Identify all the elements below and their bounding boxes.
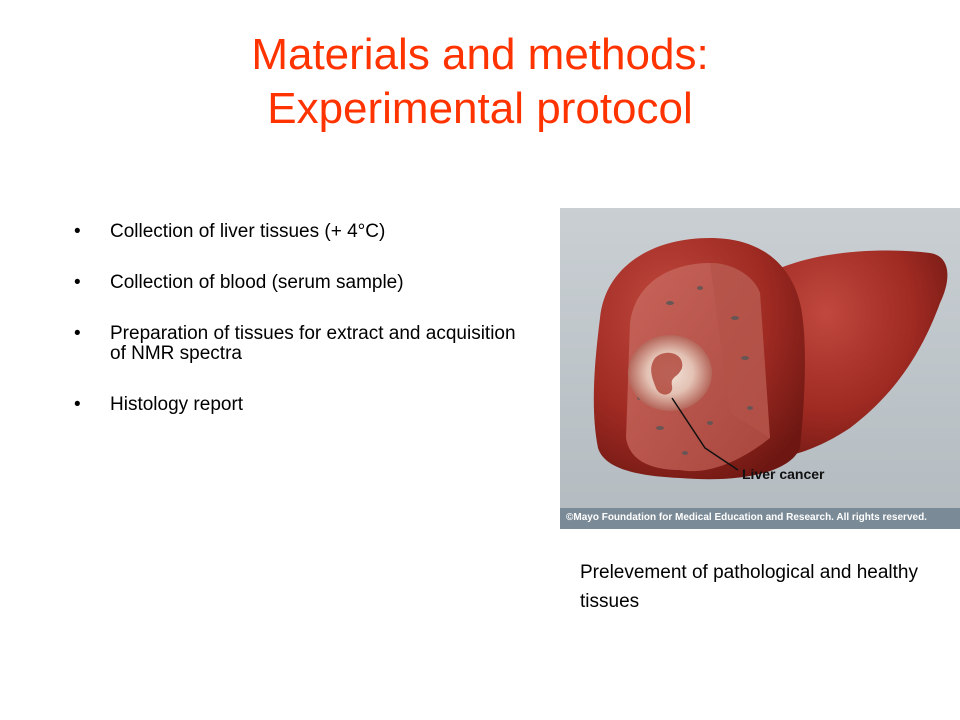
bullet-dot-icon: • xyxy=(74,272,81,293)
figure-copyright: ©Mayo Foundation for Medical Education a… xyxy=(566,512,927,523)
bullet-dot-icon: • xyxy=(74,394,81,415)
bullet-text: Histology report xyxy=(110,394,244,415)
bullet-list: • Collection of liver tissues (+ 4°C) • Co… xyxy=(74,222,534,446)
bullet-text: Collection of blood (serum sample) xyxy=(110,272,404,293)
slide-title: Materials and methods: Experimental prot… xyxy=(0,28,960,136)
bullet-item: • Collection of liver tissues (+ 4°C) xyxy=(74,222,534,242)
bullet-dot-icon: • xyxy=(74,323,81,344)
liver-cancer-illustration-icon xyxy=(560,208,960,529)
figure-caption: Prelevement of pathological and healthy … xyxy=(580,562,919,612)
title-line-1: Materials and methods: xyxy=(251,30,709,79)
liver-illustration: Liver cancer ©Mayo Foundation for Medica… xyxy=(560,208,960,529)
bullet-item: • Histology report xyxy=(74,395,534,415)
title-line-2: Experimental protocol xyxy=(267,84,693,133)
bullet-item: • Collection of blood (serum sample) xyxy=(74,273,534,293)
bullet-text: Collection of liver tissues (+ 4°C) xyxy=(110,221,386,242)
bullet-dot-icon: • xyxy=(74,221,81,242)
bullet-item: • Preparation of tissues for extract and … xyxy=(74,324,534,364)
bullet-text: Preparation of tissues for extract and a… xyxy=(110,323,516,364)
figure-label: Liver cancer xyxy=(742,466,825,482)
